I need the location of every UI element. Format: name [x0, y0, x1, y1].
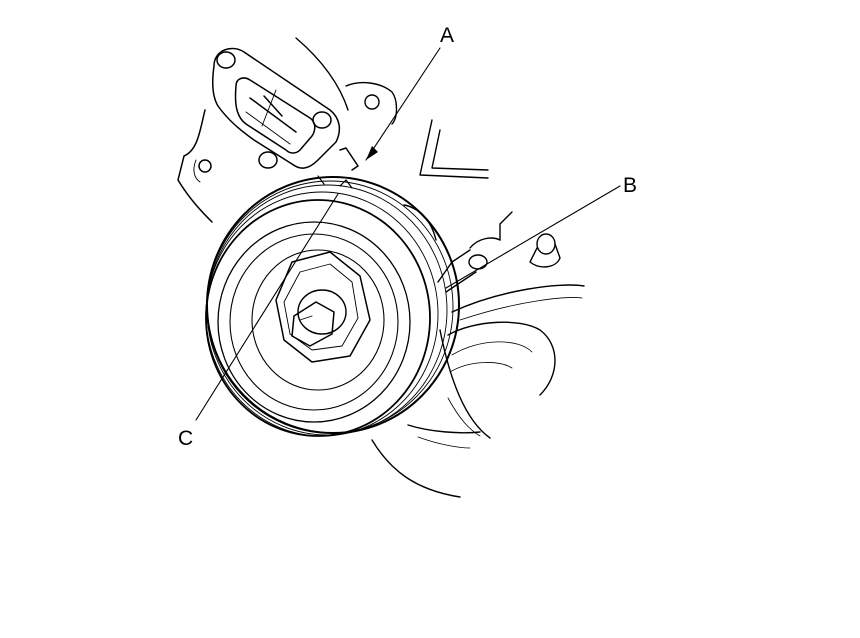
- leader-line-b: [445, 185, 621, 289]
- callout-leaders: [195, 47, 621, 421]
- crankshaft-pulley: [205, 175, 460, 437]
- engine-block-outline: [295, 37, 585, 498]
- leader-line-a: [365, 47, 441, 161]
- callout-label-b: B: [623, 174, 638, 197]
- callout-label-a: A: [440, 24, 455, 47]
- callout-label-c: C: [178, 427, 194, 450]
- cover-plate: [177, 47, 359, 223]
- leader-line-c: [195, 193, 339, 421]
